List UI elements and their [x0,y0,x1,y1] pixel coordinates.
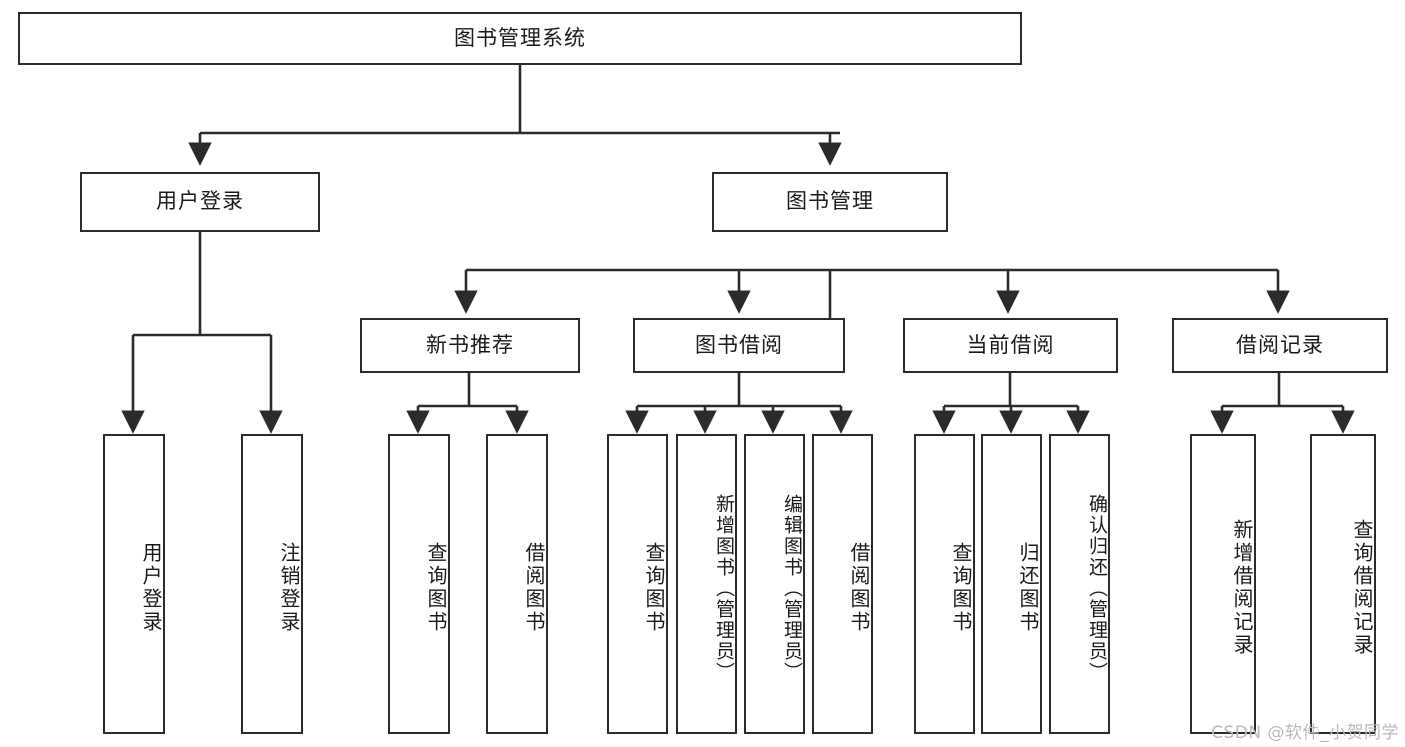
leaf-book-borrow-edit-book-admin[interactable]: 编辑图书（管理员） [744,434,805,734]
node-current-borrow[interactable]: 当前借阅 [903,318,1118,373]
node-new-book-recommend[interactable]: 新书推荐 [360,318,580,373]
watermark-csdn: CSDN @软件_小贺同学 [1211,723,1399,743]
node-user-login[interactable]: 用户登录 [80,172,320,232]
node-book-management[interactable]: 图书管理 [712,172,948,232]
leaf-current-borrow-return-books[interactable]: 归还图书 [981,434,1042,734]
leaf-book-borrow-query-books[interactable]: 查询图书 [607,434,668,734]
leaf-current-borrow-query-books[interactable]: 查询图书 [914,434,975,734]
leaf-borrow-record-query-record[interactable]: 查询借阅记录 [1310,434,1376,734]
leaf-new-book-query-books[interactable]: 查询图书 [388,434,450,734]
leaf-new-book-borrow-books[interactable]: 借阅图书 [486,434,548,734]
leaf-current-borrow-confirm-return-admin[interactable]: 确认归还（管理员） [1049,434,1110,734]
leaf-book-borrow-borrow-books[interactable]: 借阅图书 [812,434,873,734]
leaf-user-login-signin[interactable]: 用户登录 [103,434,165,734]
leaf-user-login-logout[interactable]: 注销登录 [241,434,303,734]
node-book-borrow[interactable]: 图书借阅 [633,318,845,373]
leaf-borrow-record-add-record[interactable]: 新增借阅记录 [1190,434,1256,734]
node-borrow-record[interactable]: 借阅记录 [1172,318,1388,373]
leaf-book-borrow-add-book-admin[interactable]: 新增图书（管理员） [676,434,737,734]
node-root-book-management-system[interactable]: 图书管理系统 [18,12,1022,65]
